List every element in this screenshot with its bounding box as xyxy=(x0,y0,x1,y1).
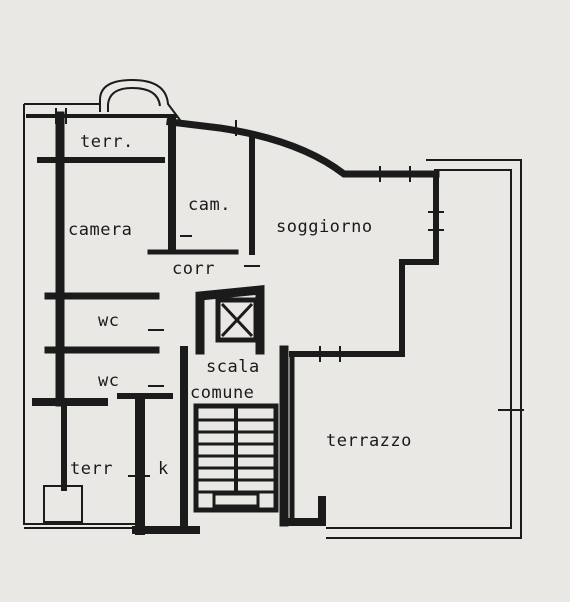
room-label-terr-bottom: terr xyxy=(70,459,113,479)
room-label-terr-top: terr. xyxy=(80,132,134,152)
terrace-outer-boundary xyxy=(326,159,522,539)
room-label-wc-1: wc xyxy=(98,311,119,331)
room-label-scala: scala xyxy=(206,357,260,377)
room-label-soggiorno: soggiorno xyxy=(276,217,373,237)
wall-top-curve xyxy=(166,118,440,178)
room-label-terrazzo: terrazzo xyxy=(326,431,412,451)
tick-marks xyxy=(55,108,524,477)
outer-left-line xyxy=(23,104,140,525)
terrace-inner-boundary xyxy=(326,169,512,529)
room-label-k: k xyxy=(158,459,169,479)
arch-inner xyxy=(107,86,161,112)
arch-outer xyxy=(99,78,181,121)
room-label-wc-2: wc xyxy=(98,371,119,391)
terr-bottom-box xyxy=(43,485,83,523)
room-label-corr: corr xyxy=(172,259,215,279)
wall-bottom-thick xyxy=(132,496,326,534)
wall-soggiorno-right xyxy=(289,171,439,357)
thin-outlines xyxy=(23,78,522,539)
room-label-camera: camera xyxy=(68,220,132,240)
room-label-cam: cam. xyxy=(188,195,231,215)
room-label-comune: comune xyxy=(190,383,254,403)
staircase-icon xyxy=(193,403,279,513)
wall-elevator xyxy=(195,285,265,355)
walls xyxy=(26,111,440,535)
elevator-icon xyxy=(215,297,259,343)
